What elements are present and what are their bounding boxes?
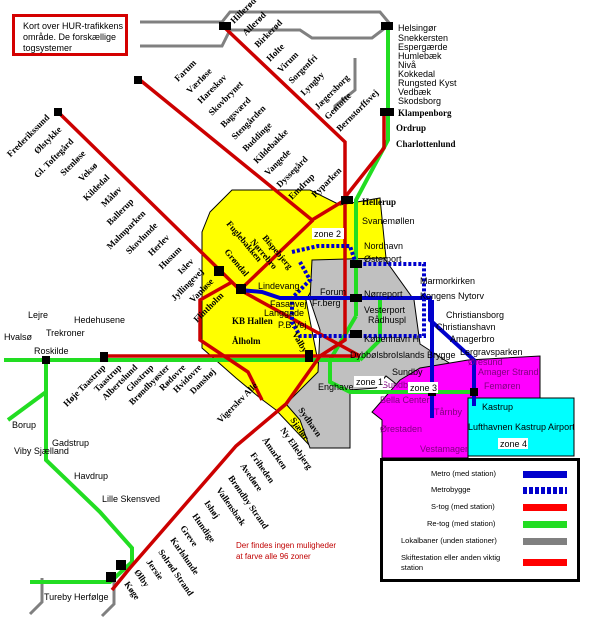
metro-labels: Marmorkirken Kongens Nytorv Christiansbo… [380, 276, 575, 454]
metro-lines [239, 288, 476, 418]
svg-text:zone 2: zone 2 [314, 229, 341, 239]
svg-text:Marmorkirken: Marmorkirken [420, 276, 475, 286]
svg-text:Borup: Borup [12, 420, 36, 430]
regional-train-line-icon [523, 521, 567, 528]
svg-text:Hvalsø: Hvalsø [4, 332, 33, 342]
interchange-station-icon [523, 559, 567, 566]
svg-text:Lejre: Lejre [28, 310, 48, 320]
svg-text:Skodsborg: Skodsborg [398, 96, 441, 106]
svg-text:Kastrup: Kastrup [482, 402, 513, 412]
map-title: Kort over HUR-trafikkens område. De fors… [12, 14, 128, 56]
svg-text:Humlebæk: Humlebæk [398, 51, 442, 61]
svg-text:Ryparken: Ryparken [309, 165, 343, 199]
svg-text:Christiansborg: Christiansborg [446, 310, 504, 320]
legend-row-regional-train: Re-tog (med station) [383, 517, 577, 533]
svg-text:Rådhuspl: Rådhuspl [368, 315, 406, 325]
svg-text:Lille Skensved: Lille Skensved [102, 494, 160, 504]
svg-text:Hellerup: Hellerup [362, 197, 396, 207]
zone-note-line-2: at farve alle 96 zoner [236, 552, 311, 561]
metro-construction-icon [523, 487, 567, 494]
zone-labels: zone 2 zone 1 zone 3 zone 4 [312, 228, 528, 449]
legend-row-s-train: S-tog (med station) [383, 500, 577, 516]
svg-text:P.B.Vej: P.B.Vej [278, 320, 306, 330]
svg-text:København H: København H [364, 334, 419, 344]
svg-text:Lufthavnen Kastrup Airport: Lufthavnen Kastrup Airport [468, 422, 575, 432]
svg-text:Ordrup: Ordrup [396, 123, 426, 133]
svg-text:Dybbølsbro: Dybbølsbro [350, 350, 396, 360]
metro-line-icon [523, 471, 567, 478]
svg-text:Ishøj: Ishøj [202, 498, 221, 520]
legend-row-interchange: Skiftestation eller anden viktig station [383, 551, 577, 579]
svg-text:Amagerbro: Amagerbro [450, 334, 495, 344]
svg-text:Espergærde: Espergærde [398, 42, 448, 52]
frederikssund-line-labels: Frederikssund Ølstykke Gl. Toftegård Ste… [5, 112, 226, 324]
svg-text:zone 1: zone 1 [356, 377, 383, 387]
coast-line-labels: Helsingør Snekkersten Espergærde Humlebæ… [396, 23, 457, 149]
svg-text:Kongens Nytorv: Kongens Nytorv [420, 291, 485, 301]
svg-text:zone 3: zone 3 [410, 383, 437, 393]
svg-text:Vigerslev Allé: Vigerslev Allé [215, 380, 259, 424]
svg-text:Islands Brygge: Islands Brygge [396, 350, 456, 360]
svg-text:Christianshavn: Christianshavn [436, 322, 496, 332]
legend: Metro (med station) Metrobygge S-tog (me… [380, 458, 580, 582]
svg-text:Nørreport: Nørreport [364, 289, 403, 299]
svg-text:Forum: Forum [320, 287, 346, 297]
svg-text:Klampenborg: Klampenborg [398, 108, 452, 118]
svg-text:Trekroner: Trekroner [46, 328, 85, 338]
svg-text:Gadstrup: Gadstrup [52, 438, 89, 448]
s-train-line-icon [523, 504, 567, 511]
svg-text:Nordhavn: Nordhavn [364, 241, 403, 251]
svg-text:Vesterport: Vesterport [364, 305, 406, 315]
svg-text:Vedbæk: Vedbæk [398, 87, 432, 97]
svg-text:Snekkersten: Snekkersten [398, 33, 448, 43]
svg-text:Bella Center: Bella Center [380, 395, 430, 405]
svg-text:Langgade: Langgade [264, 308, 304, 318]
svg-text:Fasanvej: Fasanvej [270, 299, 307, 309]
legend-row-local-rail: Lokalbaner (unden stationer) [383, 534, 577, 550]
zone-note: Der findes ingen muligheder at farve all… [236, 540, 336, 562]
svg-text:Øresund: Øresund [468, 357, 503, 367]
svg-text:Viby Sjælland: Viby Sjælland [14, 446, 69, 456]
svg-text:Tårnby: Tårnby [434, 407, 463, 417]
svg-text:Helsingør: Helsingør [398, 23, 437, 33]
local-rail-line-icon [523, 538, 567, 545]
legend-row-metro: Metro (med station) [383, 467, 577, 483]
svg-text:Hedehusene: Hedehusene [74, 315, 125, 325]
svg-text:Enghave: Enghave [318, 382, 354, 392]
svg-text:Rungsted Kyst: Rungsted Kyst [398, 78, 457, 88]
svg-text:Fr.berg: Fr.berg [312, 298, 341, 308]
svg-text:Lindevang: Lindevang [258, 281, 300, 291]
zone-note-line-1: Der findes ingen muligheder [236, 541, 337, 550]
svg-text:KB Hallen: KB Hallen [232, 316, 273, 326]
svg-text:Herfølge: Herfølge [74, 592, 109, 602]
svg-text:Østerport: Østerport [364, 254, 402, 264]
svg-text:Femøren: Femøren [484, 381, 521, 391]
svg-text:Sundby: Sundby [382, 380, 413, 390]
svg-text:Vestamager: Vestamager [420, 444, 468, 454]
svg-text:Havdrup: Havdrup [74, 471, 108, 481]
south-regional-labels: Borup Viby Sjælland Gadstrup Havdrup Lil… [12, 420, 160, 602]
zone-4-area [467, 397, 575, 457]
svg-text:Roskilde: Roskilde [34, 346, 69, 356]
svg-text:Tureby: Tureby [44, 592, 72, 602]
interchange-stations [42, 22, 478, 582]
legend-row-metro-construction: Metrobygge [383, 483, 577, 499]
svg-text:Amager Strand: Amager Strand [478, 367, 539, 377]
svg-text:Charlottenlund: Charlottenlund [396, 139, 456, 149]
svg-text:Sundby: Sundby [392, 367, 423, 377]
svg-text:Ålholm: Ålholm [232, 336, 261, 346]
svg-text:zone 4: zone 4 [500, 439, 527, 449]
svg-text:Lergravsparken: Lergravsparken [460, 347, 523, 357]
svg-text:Kokkedal: Kokkedal [398, 69, 435, 79]
svg-text:Svanemøllen: Svanemøllen [362, 216, 415, 226]
svg-text:Nivå: Nivå [398, 60, 416, 70]
metro-construction [290, 244, 426, 338]
svg-text:Ørestaden: Ørestaden [380, 424, 422, 434]
